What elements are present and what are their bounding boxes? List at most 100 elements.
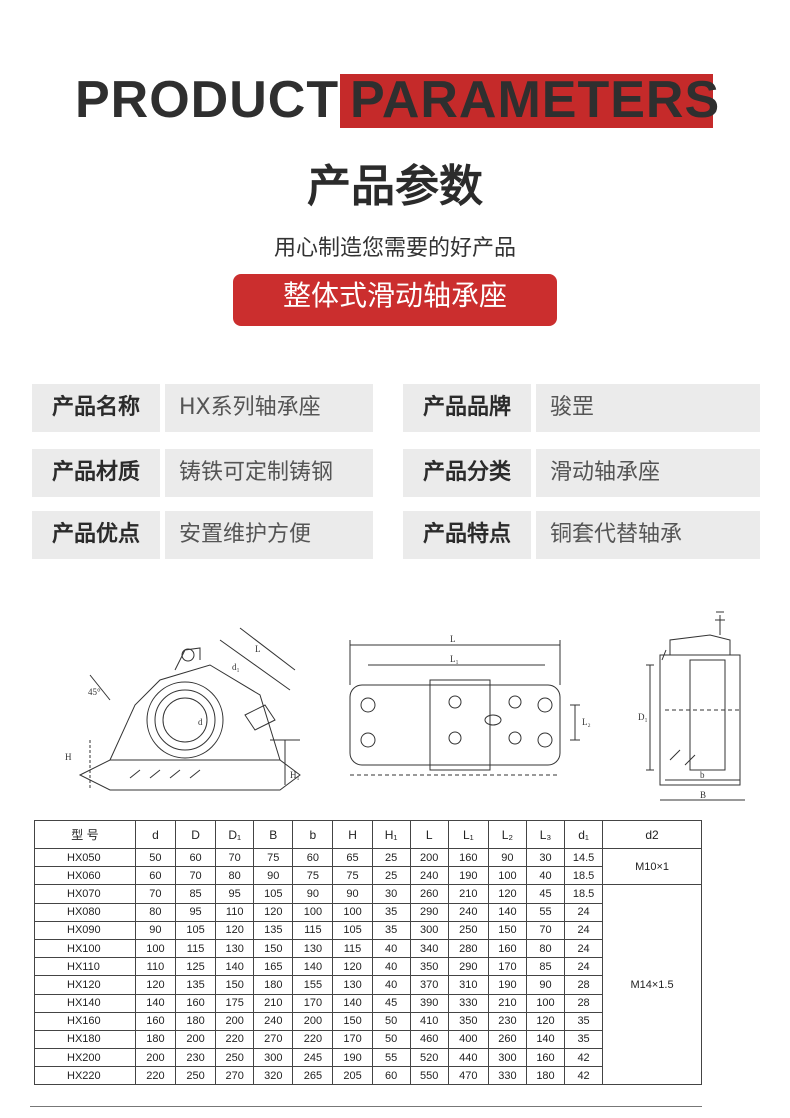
value-cell: 150: [253, 938, 294, 959]
value-cell: 270: [253, 1029, 294, 1050]
value-cell: 240: [253, 1011, 294, 1031]
value-cell: 165: [253, 957, 294, 977]
value-cell: 180: [174, 1011, 217, 1031]
value-cell: 140: [332, 993, 373, 1013]
value-cell: 280: [447, 938, 489, 959]
value-cell: 35: [371, 920, 411, 940]
header-banner: PRODUCT PARAMETERS: [0, 68, 790, 129]
value-cell: 70: [215, 847, 255, 868]
table-header-cell: L₂: [487, 820, 527, 849]
table-header-cell: d: [134, 820, 177, 849]
angle-label: 45°: [88, 687, 101, 697]
value-cell: 120: [525, 1011, 566, 1031]
value-cell: 75: [292, 866, 334, 886]
model-cell: HX160: [34, 1011, 136, 1031]
value-cell: 265: [292, 1066, 334, 1086]
value-cell: 100: [292, 902, 334, 922]
value-cell: 130: [215, 938, 255, 959]
value-cell: 120: [487, 884, 527, 904]
value-cell: 210: [253, 993, 294, 1013]
value-cell: 45: [371, 993, 411, 1013]
dim-D1-label-3: D₁: [638, 712, 648, 722]
model-cell: HX080: [34, 902, 136, 922]
value-cell: 25: [371, 847, 411, 868]
table-header-cell: H₁: [371, 820, 411, 849]
parameter-table-container: 型 号 d D D₁ B b H H₁ L L₁ L₂ L₃ d₁ d2 HX0…: [34, 820, 702, 1094]
model-cell: HX140: [34, 993, 136, 1013]
header-title-parameters: PARAMETERS: [350, 71, 721, 129]
value-cell: 300: [409, 920, 449, 940]
spec-key-feature: 产品特点: [403, 511, 531, 559]
table-header-cell: D₁: [215, 820, 255, 849]
value-cell: 90: [292, 884, 334, 904]
value-cell: 80: [134, 902, 177, 922]
value-cell: 190: [332, 1048, 373, 1068]
value-cell: 230: [174, 1048, 217, 1068]
value-cell: 160: [447, 847, 489, 868]
value-cell: 200: [134, 1048, 177, 1068]
value-cell: 400: [447, 1029, 489, 1050]
value-cell: 42: [564, 1048, 604, 1068]
value-cell: 115: [332, 938, 373, 959]
value-cell: 210: [487, 993, 527, 1013]
value-cell: 105: [174, 920, 217, 940]
value-cell: 150: [332, 1011, 373, 1031]
model-cell: HX180: [34, 1029, 136, 1050]
value-cell: 260: [487, 1029, 527, 1050]
value-cell: 370: [409, 975, 449, 995]
model-cell: HX050: [34, 847, 136, 868]
value-cell: 24: [564, 902, 604, 922]
value-cell: 70: [525, 920, 566, 940]
value-cell: 70: [174, 866, 217, 886]
technical-drawings: 45° L d₁ H H₁ d L L₁ L₂ D₁ b B: [65, 611, 745, 801]
table-header-row: 型 号 d D D₁ B b H H₁ L L₁ L₂ L₃ d₁ d2: [34, 820, 702, 849]
value-cell: 155: [292, 975, 334, 995]
value-cell: 24: [564, 957, 604, 977]
value-cell: 90: [525, 975, 566, 995]
value-cell: 45: [525, 884, 566, 904]
dim-d-label-1: d: [198, 717, 203, 727]
value-cell: 60: [174, 847, 217, 868]
value-cell: 115: [292, 920, 334, 940]
value-cell: 120: [332, 957, 373, 977]
dim-d1-label-1: d₁: [232, 662, 240, 672]
value-cell: 310: [447, 975, 489, 995]
dim-L-label-1: L: [255, 644, 261, 654]
value-cell: 220: [215, 1029, 255, 1050]
value-cell: 230: [487, 1011, 527, 1031]
dim-L-label-2: L: [450, 634, 456, 644]
value-cell: 350: [409, 957, 449, 977]
spec-key-advantage: 产品优点: [32, 511, 160, 559]
table-header-cell: D: [174, 820, 217, 849]
value-cell: 140: [487, 902, 527, 922]
value-cell: 320: [253, 1066, 294, 1086]
value-cell: 50: [134, 847, 177, 868]
table-header-cell: d2: [602, 820, 702, 849]
value-cell: 210: [447, 884, 489, 904]
value-cell: 28: [564, 975, 604, 995]
value-cell: 150: [215, 975, 255, 995]
dim-b-label-3: b: [700, 770, 705, 780]
value-cell: 80: [215, 866, 255, 886]
table-header-cell: L₁: [447, 820, 489, 849]
value-cell: 250: [174, 1066, 217, 1086]
value-cell: 24: [564, 938, 604, 959]
value-cell: 100: [487, 866, 527, 886]
value-cell: 120: [215, 920, 255, 940]
model-cell: HX060: [34, 866, 136, 886]
value-cell: 410: [409, 1011, 449, 1031]
value-cell: 330: [447, 993, 489, 1013]
value-cell: 170: [487, 957, 527, 977]
spec-key-name: 产品名称: [32, 384, 160, 432]
value-cell: 340: [409, 938, 449, 959]
table-header-cell: L: [409, 820, 449, 849]
value-cell: 180: [134, 1029, 177, 1050]
value-cell: 75: [332, 866, 373, 886]
